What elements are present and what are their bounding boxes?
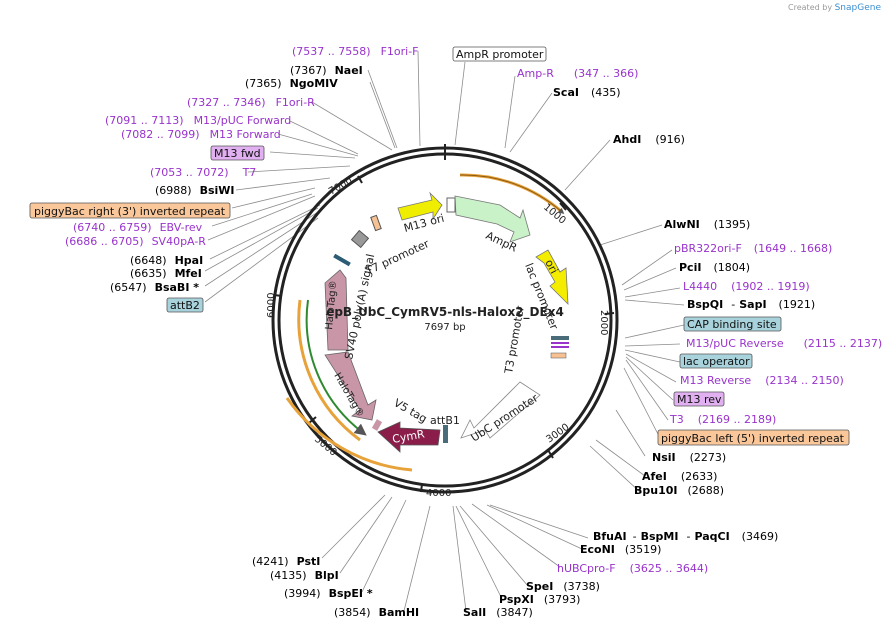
sv40-ori-marker	[350, 229, 370, 249]
label-m13-puc-forward: (7091 .. 7113)M13/pUC Forward	[105, 114, 291, 127]
label-bfuai: BfuAI-BspMI-PaqCI(3469)	[593, 530, 778, 543]
label-piggybac-right: piggyBac right (3') inverted repeat	[34, 205, 226, 218]
piggybac-left-box[interactable]	[657, 429, 850, 446]
label-afei: AfeI(2633)	[642, 470, 717, 483]
tick-label-2000: 2000	[598, 310, 609, 335]
halotag-upper-arrow[interactable]	[324, 269, 349, 351]
scale-ticks	[273, 144, 615, 493]
label-sali: SalI(3847)	[463, 606, 533, 619]
attb2-marker	[333, 253, 351, 267]
label-bspei: (3994)BspEI *	[284, 587, 373, 600]
label-alwni: AlwNI(1395)	[664, 218, 750, 231]
sv40-orange-arc	[297, 299, 361, 442]
label-hpai: (6648)HpaI	[130, 254, 203, 267]
label-pspxi: PspXI(3793)	[499, 593, 580, 606]
snapgene-branding: Created by SnapGene	[788, 3, 881, 13]
label-l4440: L4440(1902 .. 1919)	[683, 280, 810, 293]
feature-ori: ori	[542, 257, 560, 276]
label-pbr322ori-f: pBR322ori-F(1649 .. 1668)	[674, 242, 832, 255]
label-scai: ScaI(435)	[553, 86, 621, 99]
label-pcii: PciI(1804)	[679, 261, 750, 274]
ampr-promoter-marker	[446, 197, 456, 213]
leader-lines	[204, 50, 685, 612]
piggybac-right-box[interactable]	[29, 202, 231, 219]
label-t7: (7053 .. 7072)T7	[150, 166, 256, 179]
ampr-promoter-box[interactable]	[452, 46, 547, 62]
m13-rev-marker	[551, 342, 569, 344]
label-bsiwi: (6988)BsiWI	[155, 184, 235, 197]
label-amp-r: Amp-R(347 .. 366)	[517, 67, 638, 80]
label-spei: SpeI(3738)	[526, 580, 600, 593]
label-ngomiv: (7365)NgoMIV	[245, 77, 338, 90]
label-cap-binding-site: CAP binding site	[687, 318, 777, 331]
label-lac-operator: lac operator	[683, 355, 750, 368]
plasmid-length: 7697 bp	[424, 322, 465, 333]
cymr-arrow[interactable]	[377, 421, 441, 453]
m13-puc-rev-marker	[551, 346, 569, 348]
label-attb2: attB2	[170, 299, 200, 312]
label-blpi: (4135)BlpI	[270, 569, 339, 582]
m13-rev-box[interactable]	[673, 391, 725, 407]
label-m13-forward: (7082 .. 7099)M13 Forward	[121, 128, 281, 141]
cap-binding-site-box[interactable]	[683, 316, 782, 332]
feature-halotag-upper: HaloTag®	[324, 280, 339, 330]
label-ebv-rev: (6740 .. 6759)EBV-rev	[73, 221, 203, 234]
label-bsabi: (6547)BsaBI *	[110, 281, 199, 294]
label-ampr-promoter: AmpR promoter	[456, 48, 544, 61]
lac-operator-box[interactable]	[679, 353, 753, 369]
label-hubcpro-f: hUBCpro-F(3625 .. 3644)	[557, 562, 708, 575]
attb1-marker	[443, 425, 448, 443]
label-ahdi: AhdI(916)	[613, 133, 685, 146]
label-f1ori-r: (7327 .. 7346)F1ori-R	[187, 96, 315, 109]
tick-label-7000: 7000	[327, 175, 355, 197]
label-bspqi-sapi: BspQI-SapI(1921)	[687, 298, 815, 311]
label-mfei: (6635)MfeI	[130, 267, 202, 280]
ori-arrow[interactable]	[535, 249, 569, 306]
label-m13-reverse[interactable]: M13 Reverse(2134 .. 2150)	[680, 374, 844, 387]
feature-attb1: attB1	[430, 414, 460, 427]
label-m13-rev: M13 rev	[677, 393, 722, 406]
feature-v5-tag: V5 tag	[392, 396, 430, 425]
label-psti: (4241)PstI	[252, 555, 320, 568]
ubc-promoter-arrow[interactable]	[460, 381, 541, 439]
label-bpu10i: Bpu10I(2688)	[634, 484, 724, 497]
tick-label-4000: 4000	[426, 488, 451, 499]
attb2-box[interactable]	[166, 297, 204, 313]
halotag-lower-arrow[interactable]	[324, 351, 377, 421]
v5-tag-marker	[371, 419, 383, 431]
halotag-green-arc	[305, 299, 367, 436]
label-naei: (7367)NaeI	[290, 64, 363, 77]
t7-promoter-marker	[370, 214, 382, 232]
snapgene-logo-text: SnapGene	[834, 3, 881, 13]
created-by-text: Created by	[788, 3, 833, 12]
tick-label-6000: 6000	[266, 293, 277, 318]
halotag-orange-arc	[285, 397, 413, 472]
m13-ori-arrow[interactable]	[397, 191, 443, 221]
label-t3[interactable]: T3(2169 .. 2189)	[669, 413, 776, 426]
label-sv40pa-r: (6686 .. 6705)SV40pA-R	[65, 235, 206, 248]
piggybac-left-marker	[550, 352, 567, 359]
label-piggybac-left: piggyBac left (5') inverted repeat	[661, 432, 845, 445]
plasmid-name: epB_UbC_CymRV5-nls-Halox2_DEx4	[326, 305, 564, 320]
label-bamhi: (3854)BamHI	[334, 606, 419, 619]
lac-operator-marker	[551, 336, 569, 340]
label-econi: EcoNI(3519)	[580, 543, 661, 556]
label-nsii: NsiI(2273)	[652, 451, 726, 464]
label-f1ori-f: (7537 .. 7558)F1ori-F	[292, 45, 419, 58]
ampr-arrow[interactable]	[454, 195, 531, 243]
label-m13-fwd: M13 fwd	[214, 147, 261, 160]
m13-fwd-box[interactable]	[210, 145, 265, 161]
feature-cymr: CymR	[391, 427, 426, 446]
label-m13-puc-reverse[interactable]: M13/pUC Reverse(2115 .. 2137)	[686, 337, 882, 350]
